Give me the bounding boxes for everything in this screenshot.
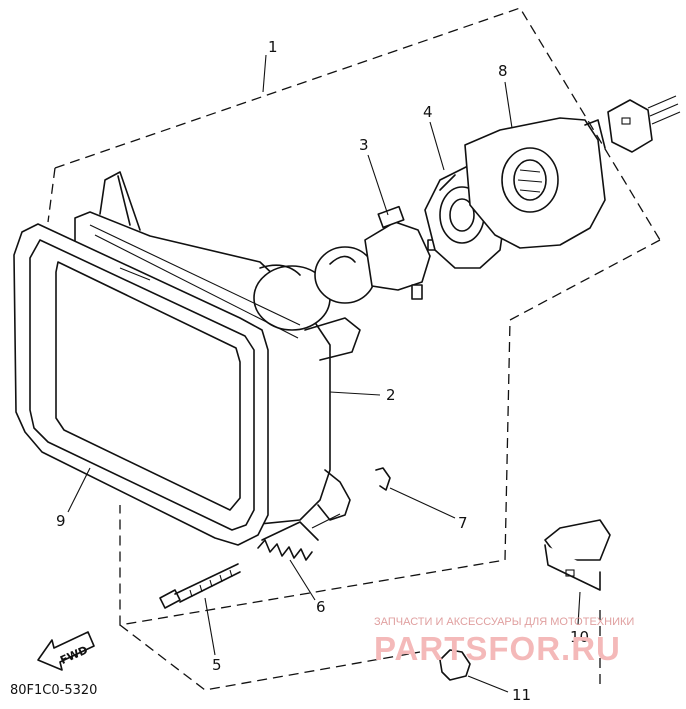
- wire-connector: [607, 95, 681, 153]
- leaders: [67, 81, 581, 693]
- callout-8: 8: [498, 62, 508, 80]
- callout-4: 4: [423, 103, 433, 121]
- adjusting-screw: [159, 563, 241, 609]
- fwd-arrow: FWD: [37, 631, 95, 671]
- callout-6: 6: [316, 598, 326, 616]
- clip: [375, 467, 391, 491]
- drawing-code: 80F1C0-5320: [10, 683, 97, 698]
- cap: [439, 649, 471, 681]
- callout-5: 5: [212, 656, 222, 674]
- callout-1: 1: [268, 38, 278, 56]
- callout-2: 2: [386, 386, 396, 404]
- headlight-cover: [464, 117, 606, 249]
- adjusting-spring: [257, 513, 341, 561]
- watermark-main-text: PARTSFOR.RU: [374, 630, 621, 667]
- assembly-boundary: [47, 7, 661, 691]
- callout-11: 11: [512, 686, 531, 704]
- callout-3: 3: [359, 136, 369, 154]
- leader-1: [262, 54, 267, 93]
- callout-7: 7: [458, 514, 468, 532]
- headlight-rim: [13, 223, 269, 546]
- bulb: [314, 205, 443, 304]
- callout-10: 10: [570, 628, 589, 646]
- watermark: ЗАПЧАСТИ И АКСЕССУАРЫ ДЛЯ МОТОТЕХНИКИ PA…: [374, 616, 634, 667]
- bracket: [544, 519, 611, 591]
- callout-9: 9: [56, 512, 66, 530]
- watermark-top-text: ЗАПЧАСТИ И АКСЕССУАРЫ ДЛЯ МОТОТЕХНИКИ: [374, 616, 634, 628]
